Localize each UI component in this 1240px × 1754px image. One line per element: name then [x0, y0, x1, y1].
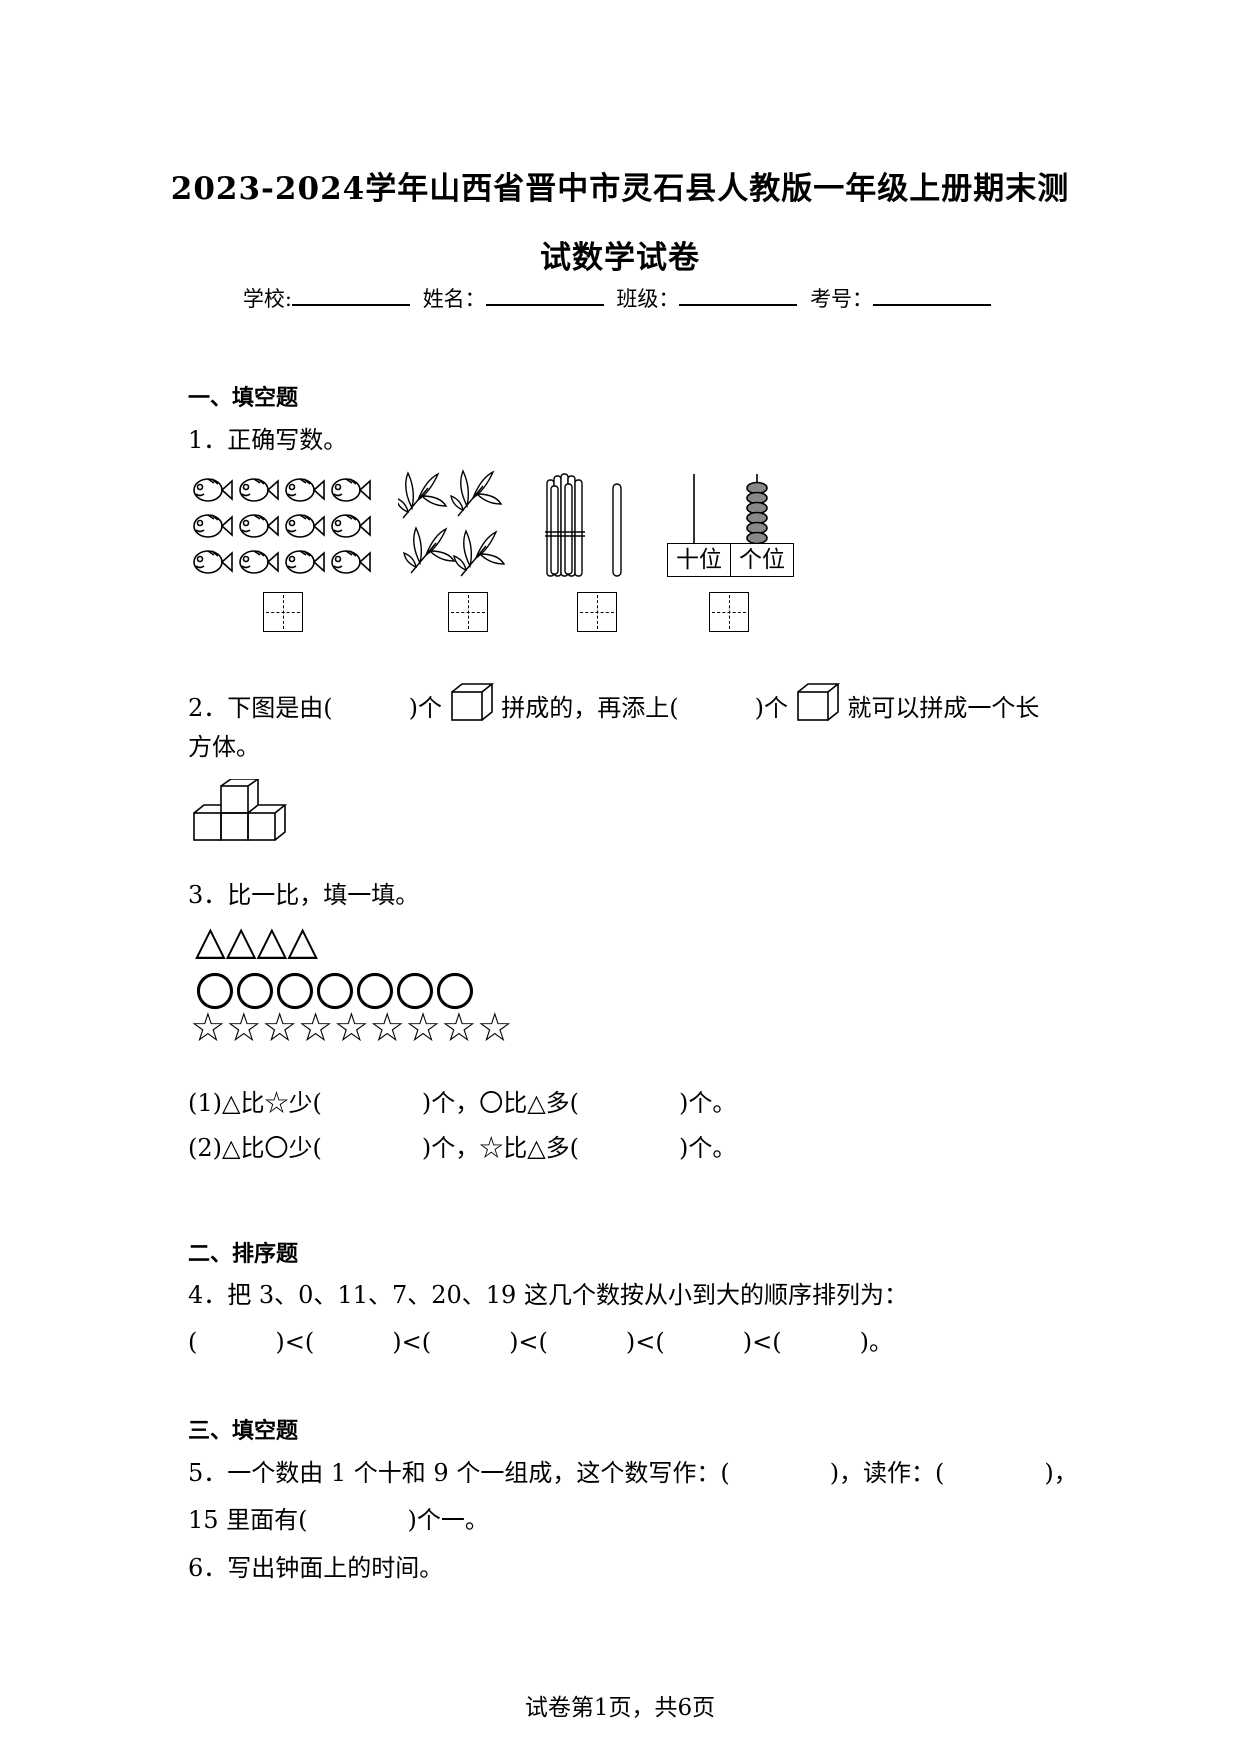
q4-seq-part: )<(: [509, 1328, 548, 1356]
q3-sub2: (2)△比〇少( )个，☆比△多( )个。: [188, 1128, 736, 1163]
abacus-icon: [693, 474, 768, 544]
q4-seq-part: (: [188, 1328, 198, 1356]
cube-icon: [796, 683, 840, 721]
stacked-cubes-figure: [193, 779, 288, 841]
triangles-row: △△△△: [195, 918, 319, 964]
school-label: 学校:: [242, 287, 292, 311]
q3-sub2-a: (2)△比〇少(: [188, 1134, 322, 1162]
q4-seq-part: )。: [859, 1328, 893, 1356]
place-value-table: 十位 个位: [667, 543, 794, 577]
q2-part3: 拼成的，再添上(: [501, 694, 679, 722]
q3-sub2-b: )个，☆比△多(: [421, 1134, 580, 1162]
school-blank[interactable]: [292, 284, 410, 306]
exam-no-blank[interactable]: [873, 284, 992, 306]
q5-part2: )，读作：(: [829, 1459, 945, 1487]
q3-sub1-c: )个。: [679, 1089, 737, 1117]
bamboo-leaves-icon: [398, 470, 505, 577]
q2-line1: 2．下图是由( )个 拼成的，再添上( )个 就可以拼成一个长: [188, 682, 1039, 723]
answer-box-leaves[interactable]: [448, 592, 488, 632]
q3-sub1-a: (1)△比☆少(: [188, 1089, 322, 1117]
tens-label: 十位: [676, 547, 722, 573]
circles-row: 〇〇〇〇〇〇〇: [195, 970, 475, 1016]
q4-seq-part: )<(: [275, 1328, 315, 1356]
q5-line1: 5．一个数由 1 个十和 9 个一组成，这个数写作：( )，读作：( )，: [188, 1453, 1078, 1488]
q4-text: 4．把 3、0、11、7、20、19 这几个数按从小到大的顺序排列为：: [188, 1281, 908, 1309]
q3-sub1: (1)△比☆少( )个，〇比△多( )个。: [188, 1083, 736, 1118]
answer-box-abacus[interactable]: [709, 592, 749, 632]
fish-group-icon: [193, 478, 371, 574]
page-title-line2: 试数学试卷: [540, 240, 700, 276]
q2-part4: )个: [754, 694, 789, 722]
q2-part5: 就可以拼成一个长: [847, 694, 1040, 722]
ones-label: 个位: [730, 544, 793, 576]
name-label: 姓名：: [422, 287, 486, 311]
page-footer: 试卷第1页，共6页: [524, 1695, 716, 1721]
q6-text: 6．写出钟面上的时间。: [188, 1554, 444, 1582]
q5-part1: 5．一个数由 1 个十和 9 个一组成，这个数写作：(: [188, 1459, 730, 1487]
q4-seq-part: )<(: [392, 1328, 432, 1356]
q2-part1: 2．下图是由(: [188, 694, 333, 722]
q1-text: 1．正确写数。: [188, 426, 348, 454]
q5-part3: )，: [1044, 1459, 1078, 1487]
answer-box-fish[interactable]: [263, 592, 303, 632]
class-blank[interactable]: [679, 284, 798, 306]
q5-line2-a: 15 里面有(: [188, 1506, 308, 1534]
name-blank[interactable]: [485, 284, 604, 306]
q3-sub2-c: )个。: [679, 1134, 737, 1162]
student-info-line: 学校: 姓名： 班级： 考号：: [0, 283, 1240, 313]
section2-heading: 二、排序题: [188, 1241, 299, 1267]
cube-icon: [450, 683, 494, 721]
section3-heading: 三、填空题: [188, 1418, 299, 1444]
q3-sub1-b: )个，〇比△多(: [421, 1089, 580, 1117]
stars-row: ☆☆☆☆☆☆☆☆☆: [190, 1005, 513, 1051]
answer-box-sticks[interactable]: [577, 592, 617, 632]
q4-sequence: ( )<( )<( )<( )<( )<( )。: [188, 1322, 893, 1357]
q4-seq-part: )<(: [625, 1328, 665, 1356]
page-title-line1: 2023-2024学年山西省晋中市灵石县人教版一年级上册期末测: [170, 171, 1070, 207]
class-label: 班级：: [616, 287, 680, 311]
q2-part2: )个: [408, 694, 443, 722]
sticks-bundle-icon: [545, 473, 622, 577]
section1-heading: 一、填空题: [188, 385, 299, 411]
q4-seq-part: )<(: [742, 1328, 782, 1356]
fish-icon: [193, 478, 233, 502]
q5-line2-b: )个一。: [407, 1506, 489, 1534]
exam-no-label: 考号：: [810, 287, 874, 311]
q5-line2: 15 里面有( )个一。: [188, 1500, 489, 1535]
q3-text: 3．比一比，填一填。: [188, 881, 420, 909]
q2-line2: 方体。: [188, 733, 260, 761]
